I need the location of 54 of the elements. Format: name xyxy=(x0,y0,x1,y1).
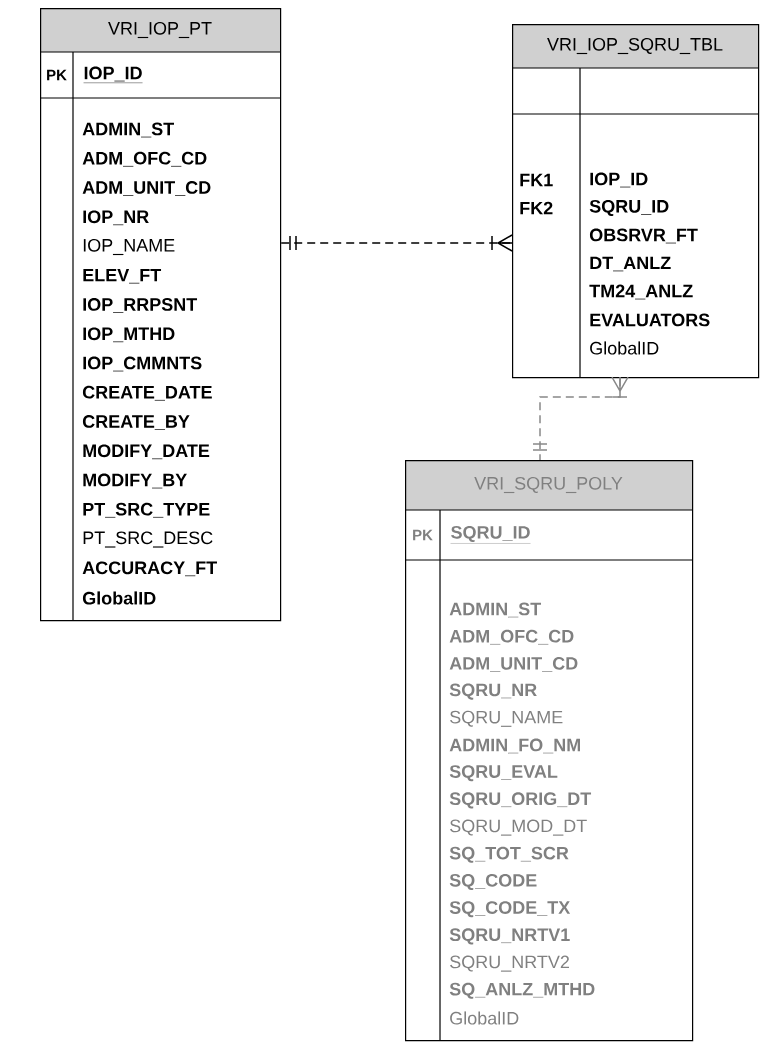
field-name: TM24_ANLZ xyxy=(589,284,693,300)
field-name: SQRU_NRTV2 xyxy=(450,955,569,972)
field-name: SQRU_MOD_DT xyxy=(450,819,587,836)
key-label: FK2 xyxy=(520,201,553,215)
key-label: FK1 xyxy=(520,173,553,187)
field-name: IOP_NR xyxy=(83,210,149,226)
field-name: MODIFY_DATE xyxy=(83,444,210,460)
entity-table xyxy=(511,24,760,379)
field-name: SQRU_NRTV1 xyxy=(449,928,570,945)
field-name: CREATE_DATE xyxy=(82,385,212,401)
entity-table xyxy=(404,460,694,1042)
field-name: GlobalID xyxy=(590,341,659,355)
primary-key-field: IOP_ID xyxy=(83,66,143,83)
entity-table xyxy=(39,8,282,622)
table-header: VRI_SQRU_POLY xyxy=(474,476,623,494)
field-name: ADM_UNIT_CD xyxy=(449,657,578,672)
field-name: GlobalID xyxy=(450,1011,519,1025)
field-name: SQRU_ID xyxy=(589,199,669,217)
field-name: ADMIN_FO_NM xyxy=(449,738,580,754)
field-name: MODIFY_BY xyxy=(83,473,187,489)
key-label: PK xyxy=(47,69,67,81)
field-name: SQRU_NAME xyxy=(450,710,563,727)
field-name: SQRU_ORIG_DT xyxy=(449,792,592,809)
field-name: SQ_CODE_TX xyxy=(449,901,571,918)
field-name: ELEV_FT xyxy=(83,268,162,284)
field-name: ADM_OFC_CD xyxy=(449,629,574,645)
table-header: VRI_IOP_PT xyxy=(108,21,212,39)
field-name: ADM_OFC_CD xyxy=(82,151,207,167)
field-name: SQRU_NR xyxy=(449,683,537,700)
field-name: SQRU_EVAL xyxy=(449,765,558,782)
field-name: ADM_UNIT_CD xyxy=(82,181,211,196)
relationship-line xyxy=(532,376,629,461)
field-name: CREATE_BY xyxy=(82,415,190,430)
field-name: EVALUATORS xyxy=(590,313,710,327)
field-name: OBSRVR_FT xyxy=(589,228,698,244)
field-name: PT_SRC_TYPE xyxy=(83,502,210,518)
field-name: GlobalID xyxy=(82,591,156,605)
field-name: ADMIN_ST xyxy=(449,602,541,618)
field-name: SQ_ANLZ_MTHD xyxy=(449,982,595,999)
field-name: SQ_TOT_SCR xyxy=(449,846,569,863)
field-name: IOP_ID xyxy=(590,172,648,188)
field-name: DT_ANLZ xyxy=(590,256,671,272)
primary-key-field: SQRU_ID xyxy=(450,525,531,544)
table-header: VRI_IOP_SQRU_TBL xyxy=(547,37,723,55)
field-name: IOP_RRPSNT xyxy=(83,298,198,313)
field-name: ACCURACY_FT xyxy=(82,561,217,577)
key-label: PK xyxy=(413,529,433,541)
field-name: IOP_NAME xyxy=(83,238,175,256)
field-name: SQ_CODE xyxy=(449,873,537,891)
relationship-line xyxy=(280,234,513,252)
field-name: IOP_CMMNTS xyxy=(83,356,202,372)
field-name: PT_SRC_DESC xyxy=(83,531,213,548)
field-name: IOP_MTHD xyxy=(83,327,175,343)
field-name: ADMIN_ST xyxy=(82,122,174,138)
